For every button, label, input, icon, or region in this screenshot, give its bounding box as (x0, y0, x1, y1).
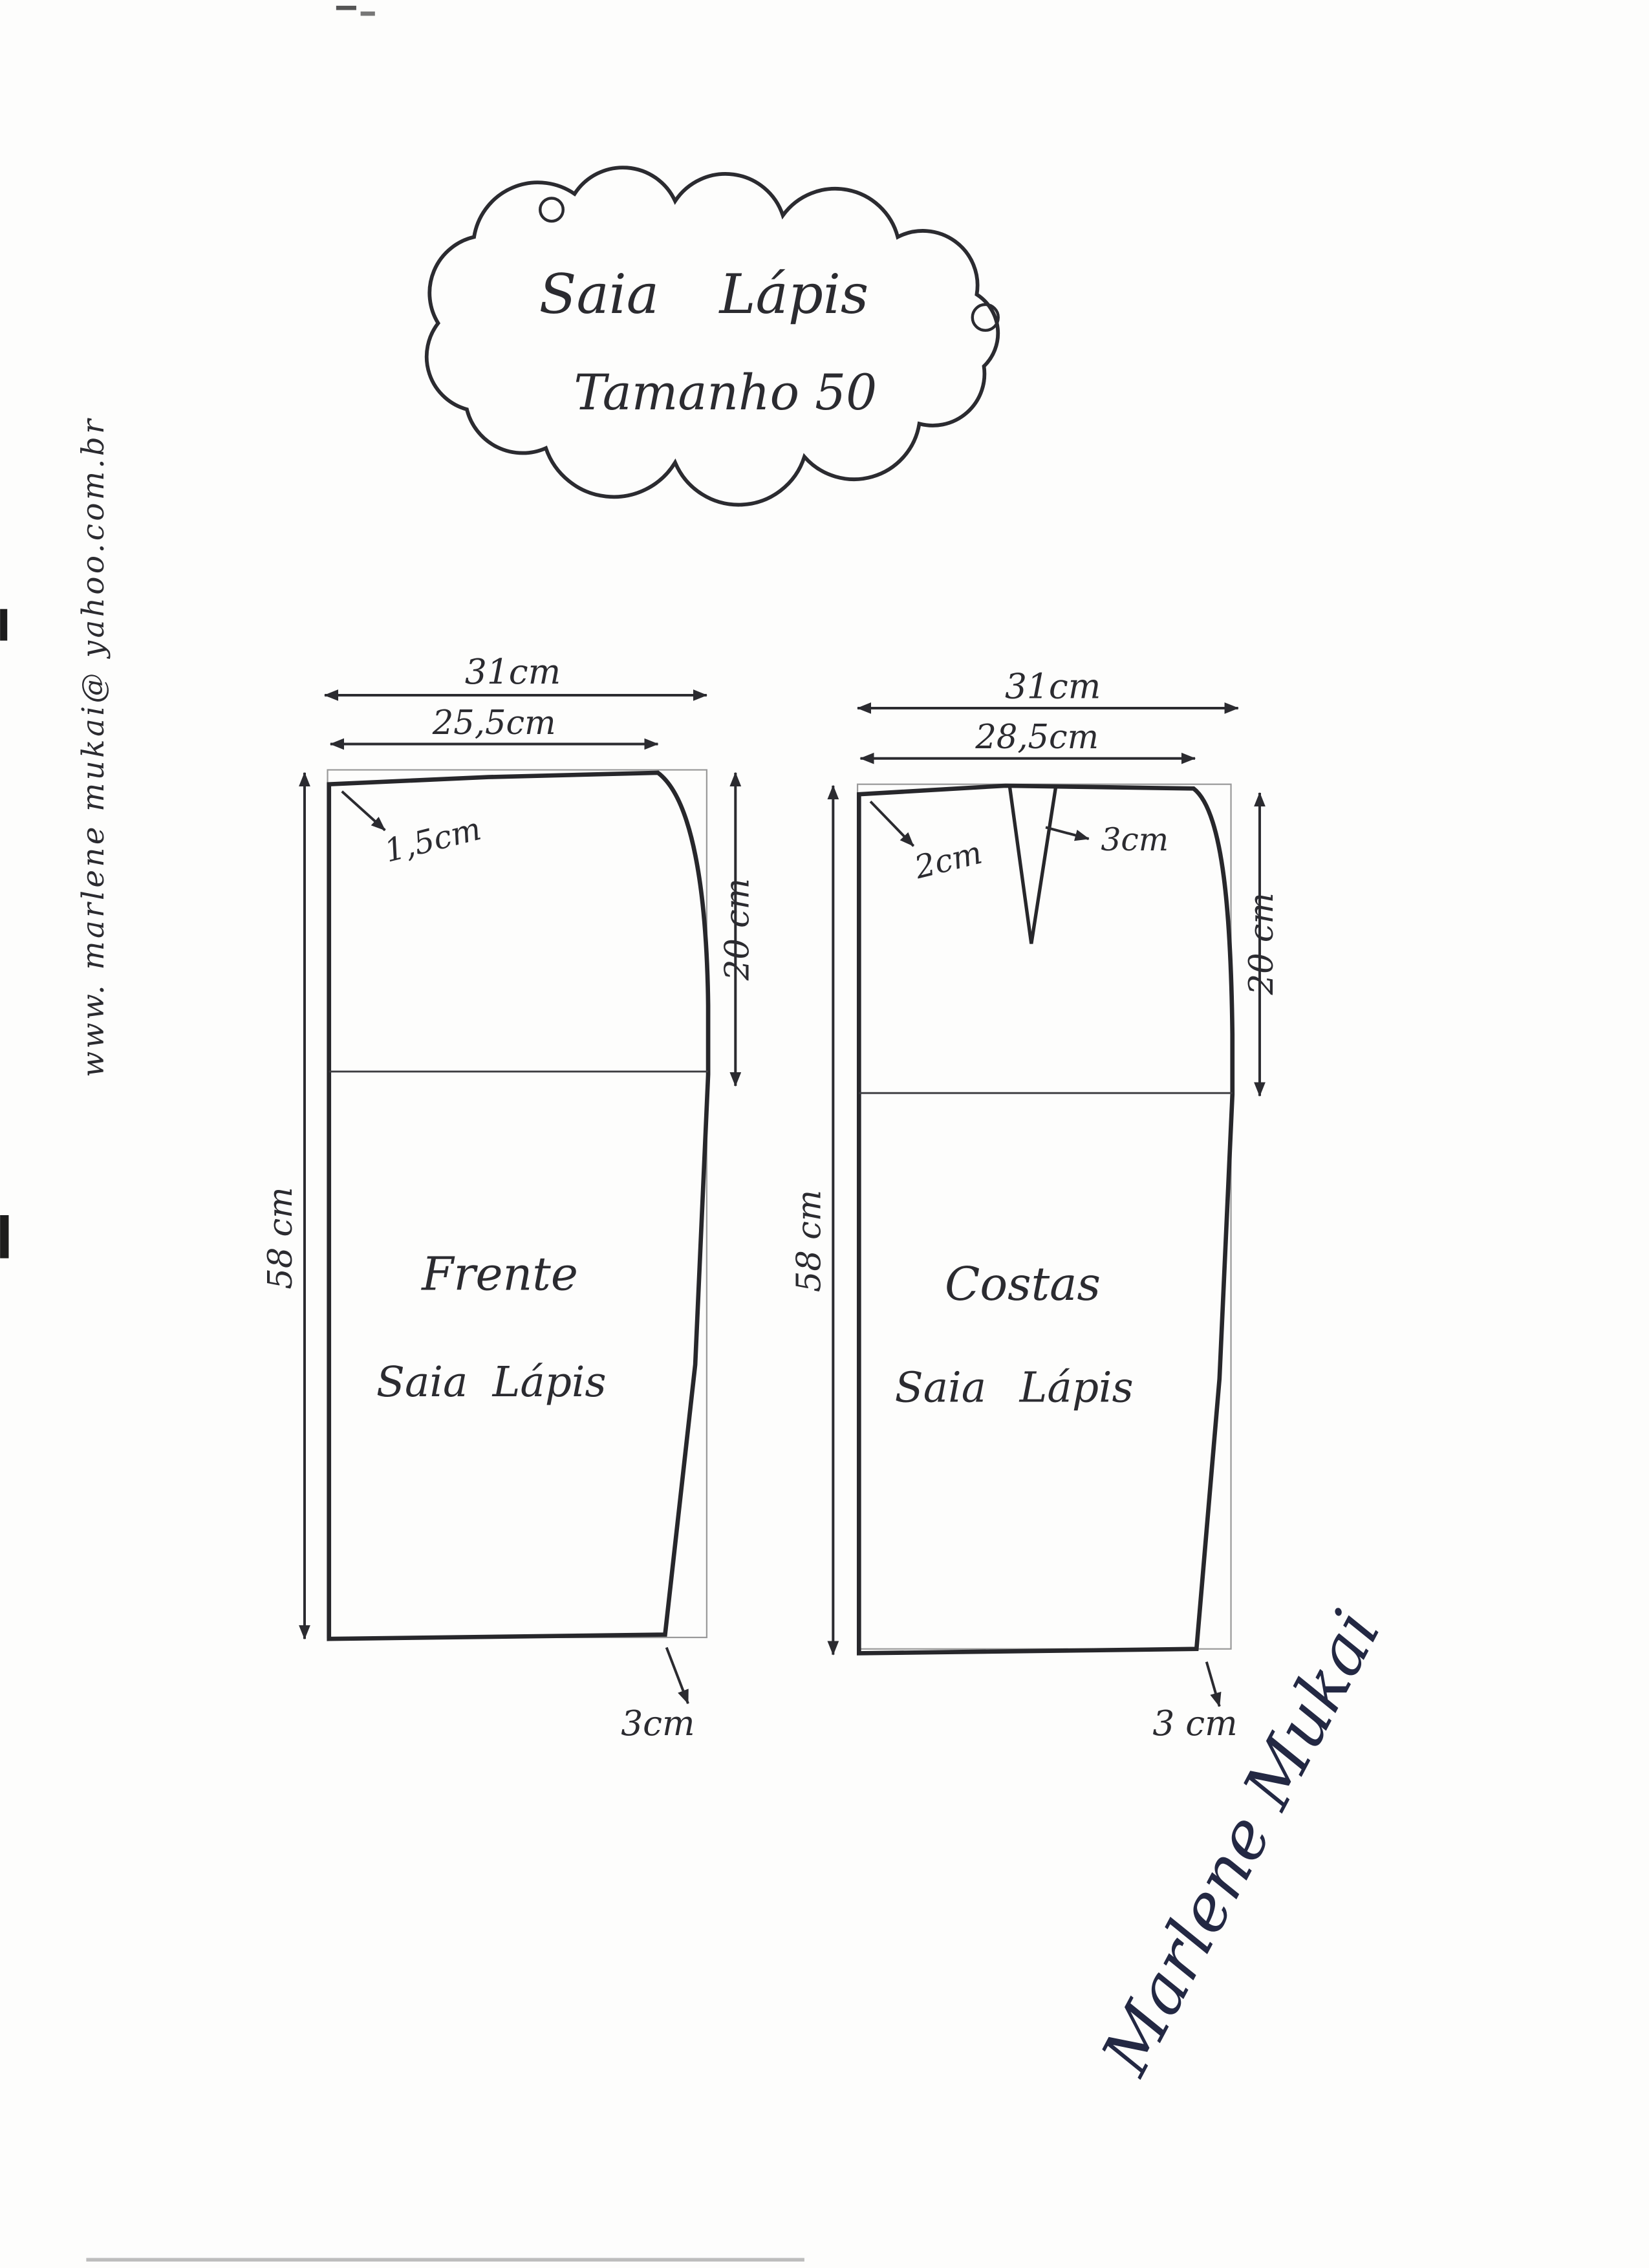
front-notch-label: 1,5cm (381, 810, 485, 870)
back-dart-arrow (1045, 826, 1090, 841)
front-piece: 31cm 25,5cm 1,5cm 20 cm 58 cm 3cm Frente… (262, 652, 757, 1744)
back-hem-arrow (1205, 1661, 1222, 1707)
pattern-size: Tamanho 50 (574, 364, 877, 421)
front-notch-arrow (341, 790, 386, 832)
scan-artifacts (0, 5, 804, 2262)
scan-artifact (0, 1215, 9, 1258)
back-dim-285-label: 28,5cm (975, 718, 1099, 757)
front-piece-name: Frente (420, 1247, 578, 1301)
front-guide-rectangle (327, 769, 707, 1639)
back-piece-name: Costas (945, 1257, 1101, 1311)
front-dim-58-label: 58 cm (262, 1187, 300, 1289)
front-piece-subname: Saia Lápis (376, 1358, 607, 1407)
back-hem-label: 3 cm (1152, 1703, 1237, 1744)
front-hem-label: 3cm (621, 1703, 695, 1744)
back-dim-31-label: 31cm (1005, 666, 1101, 706)
cloud-curl (539, 197, 565, 223)
back-piece-subname: Saia Lápis (895, 1364, 1134, 1412)
title-cloud: Saia Lápis Tamanho 50 (424, 166, 1000, 507)
cloud-curl (971, 303, 1000, 332)
designer-signature: Marlene Mukai (1086, 1598, 1396, 2088)
back-notch-label: 2cm (911, 834, 986, 887)
front-dim-31-label: 31cm (465, 652, 561, 692)
scan-artifact (86, 2258, 804, 2262)
back-dim-20-label: 20 cm (1243, 892, 1281, 995)
back-outline (856, 783, 1235, 1656)
front-dim-20-label: 20 cm (718, 878, 757, 981)
back-piece: 31cm 28,5cm 2cm 3cm 20 cm 58 cm 3 cm Cos… (790, 666, 1281, 1744)
scan-artifact (336, 5, 356, 10)
front-hem-arrow (665, 1647, 689, 1705)
scan-artifact (360, 11, 375, 16)
back-dim-58-label: 58 cm (790, 1190, 828, 1292)
pattern-title: Saia Lápis (539, 263, 868, 326)
scan-artifact (0, 609, 8, 641)
back-dart (1008, 786, 1058, 944)
front-outline (327, 770, 711, 1641)
back-guide-rectangle (856, 783, 1232, 1650)
back-notch-arrow (869, 800, 915, 847)
back-dart-label: 3cm (1101, 821, 1169, 858)
website-url: www. marlene mukai@ yahoo.com.br (76, 416, 111, 1077)
cloud-outline (424, 166, 1000, 507)
front-dim-255-label: 25,5cm (432, 704, 556, 742)
